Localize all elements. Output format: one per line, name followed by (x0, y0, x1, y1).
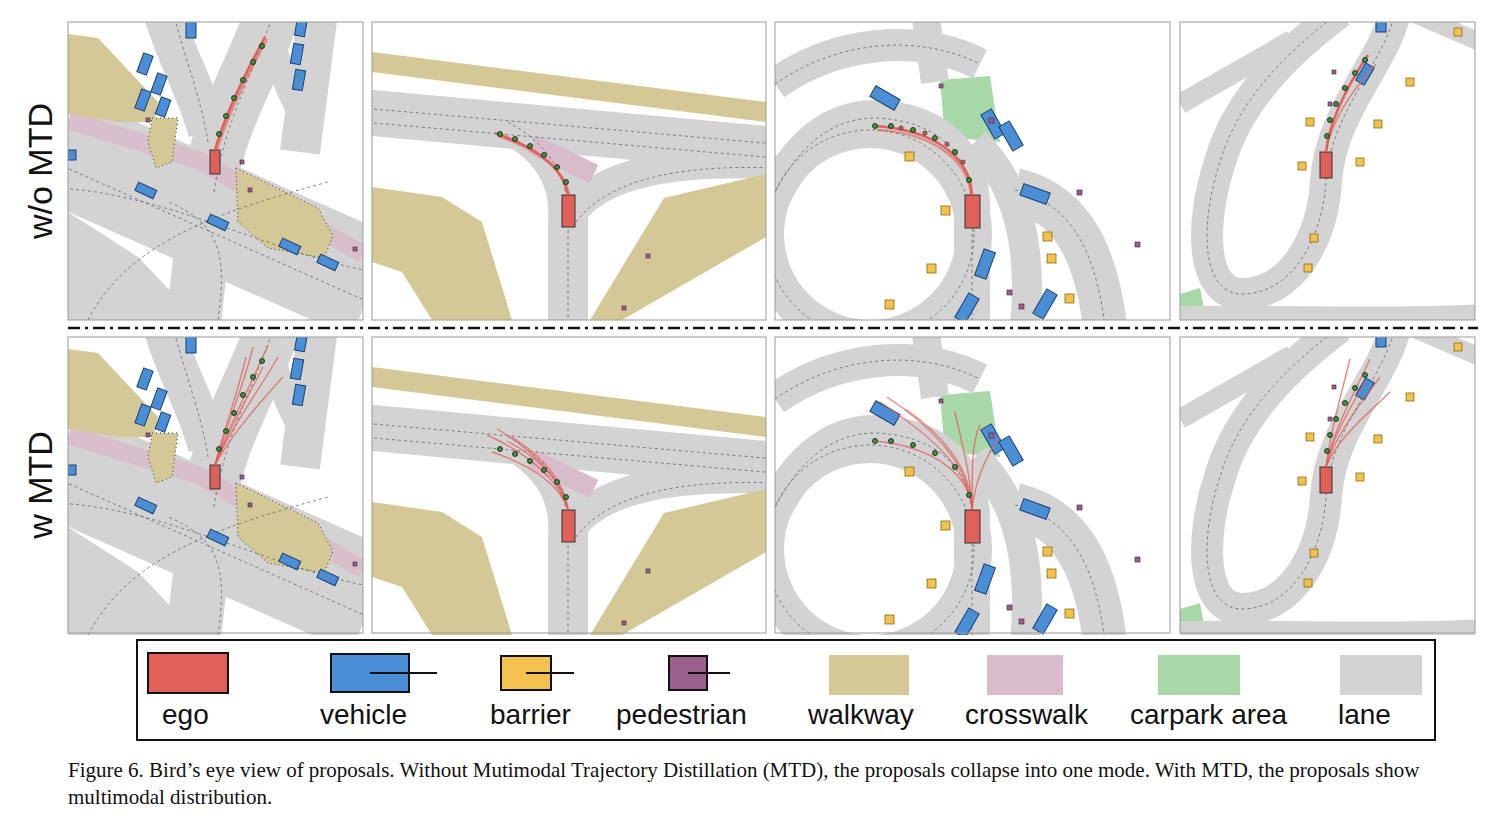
heading-line-sample (370, 672, 437, 674)
heading-line-sample (526, 672, 574, 674)
legend-swatch (829, 655, 909, 695)
heading-line-sample (688, 672, 730, 674)
legend-label: lane (1338, 699, 1391, 731)
legend-swatch (1340, 655, 1422, 695)
legend-swatch (987, 655, 1063, 695)
legend-label: pedestrian (616, 699, 747, 731)
legend-label: barrier (490, 699, 571, 731)
legend-label: ego (162, 699, 209, 731)
legend-label: carpark area (1130, 699, 1287, 731)
legend-label: crosswalk (965, 699, 1088, 731)
legend-label: vehicle (320, 699, 407, 731)
row-label: w/o MTD (22, 103, 58, 239)
legend-swatch (147, 652, 229, 694)
figure-caption: Figure 6. Bird’s eye view of proposals. … (68, 757, 1483, 811)
row-label: w MTD (22, 431, 58, 539)
legend-label: walkway (808, 699, 914, 731)
legend-swatch (1158, 655, 1240, 695)
